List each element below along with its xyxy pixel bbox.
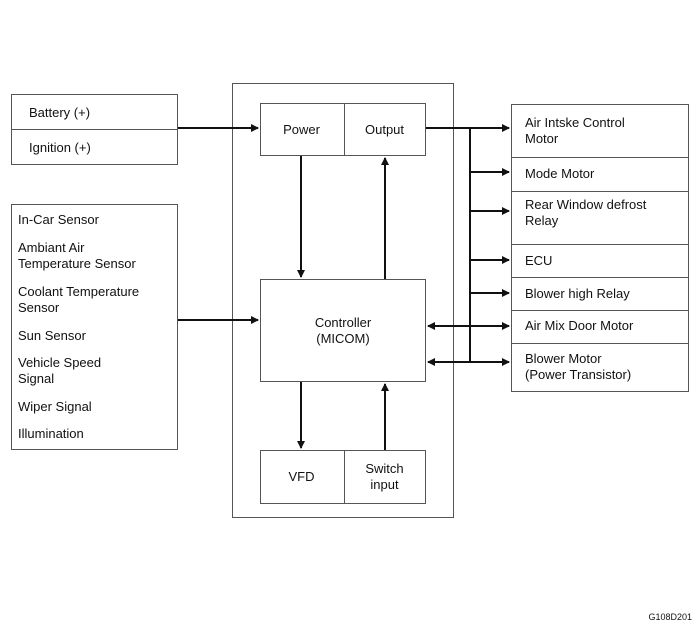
sensor-vehicle-speed: Vehicle Speed Signal [18,355,102,386]
switch-input-label: Switch input [365,461,404,492]
vfd-label: VFD [288,469,315,484]
output-air-intake-motor: Air Intske Control Motor [525,115,625,146]
output-mode-motor: Mode Motor [525,166,595,181]
sensor-coolant-temperature: Coolant Temperature Sensor [18,284,140,315]
output-device-group [511,104,689,392]
output-blower-high-relay: Blower high Relay [525,286,630,301]
output-blower-motor: Blower Motor (Power Transistor) [525,351,632,382]
sensor-wiper: Wiper Signal [18,399,92,414]
power-input-group [11,94,178,165]
battery-label: Battery (+) [29,105,91,120]
power-output-block [260,103,426,156]
sensor-illumination: Illumination [18,426,84,441]
figure-code: G108D201 [648,612,692,622]
vfd-switch-block [260,450,426,504]
controller-block [260,279,426,382]
power-label: Power [283,121,320,137]
sensor-in-car: In-Car Sensor [18,212,99,227]
ignition-label: Ignition (+) [29,140,91,155]
output-rear-window-defrost-relay: Rear Window defrost Relay [525,197,647,228]
sensor-ambient-air: Ambiant Air Temperature Sensor [18,240,136,271]
output-label: Output [364,121,405,137]
sensor-sun: Sun Sensor [18,328,86,343]
output-ecu: ECU [525,253,553,268]
sensor-input-group [11,204,178,450]
controller-label: Controller (MICOM) [314,314,372,346]
output-air-mix-door-motor: Air Mix Door Motor [525,318,634,333]
